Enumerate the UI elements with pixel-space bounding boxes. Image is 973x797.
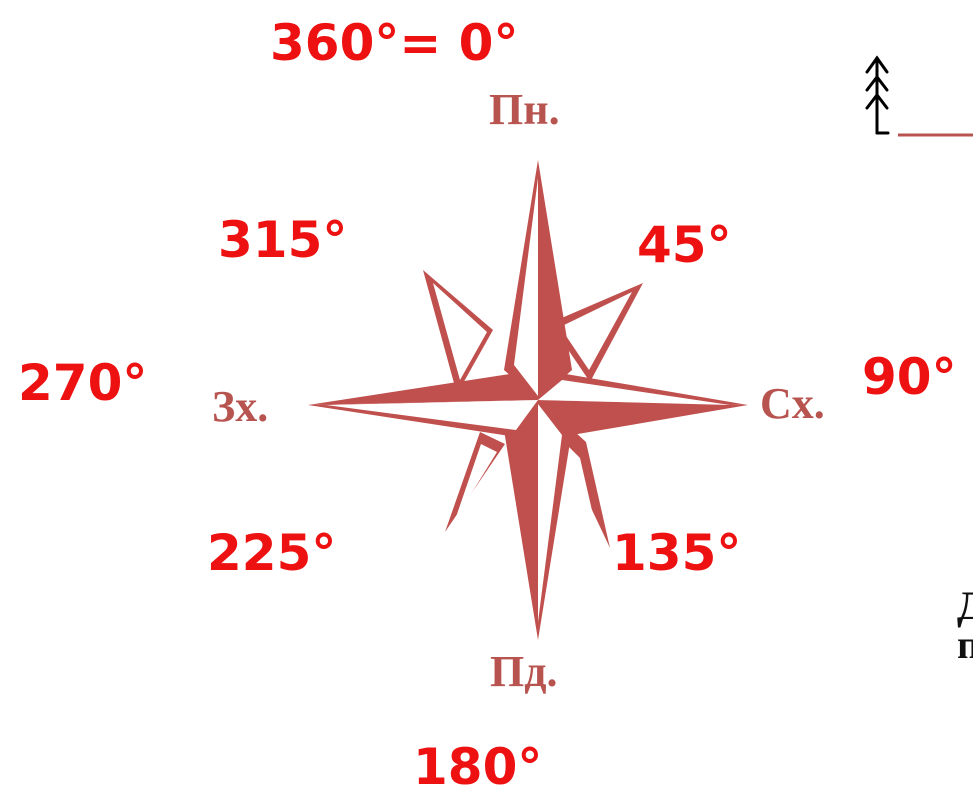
direction-label-east: Сх.: [760, 382, 825, 426]
degree-label-south: 180°: [413, 742, 542, 792]
direction-label-north: Пн.: [489, 88, 560, 132]
tree-icon: [867, 58, 888, 133]
degree-label-southeast: 135°: [612, 528, 741, 578]
partial-text-line-1: Д: [957, 586, 973, 626]
rose-point-west-light: [326, 400, 538, 430]
degree-label-southwest: 225°: [207, 528, 336, 578]
degree-label-west: 270°: [18, 358, 147, 408]
direction-label-west: Зх.: [212, 385, 268, 429]
rose-point-south-left: [504, 400, 538, 640]
degree-label-northwest: 315°: [218, 215, 347, 265]
rose-point-north-right: [538, 160, 572, 400]
partial-text-line-2: п: [957, 625, 973, 665]
degree-label-north: 360°= 0°: [270, 18, 518, 68]
degree-label-east: 90°: [862, 352, 957, 402]
direction-label-south: Пд.: [490, 650, 557, 694]
rose-point-west-top: [308, 373, 538, 405]
degree-label-northeast: 45°: [637, 220, 732, 270]
